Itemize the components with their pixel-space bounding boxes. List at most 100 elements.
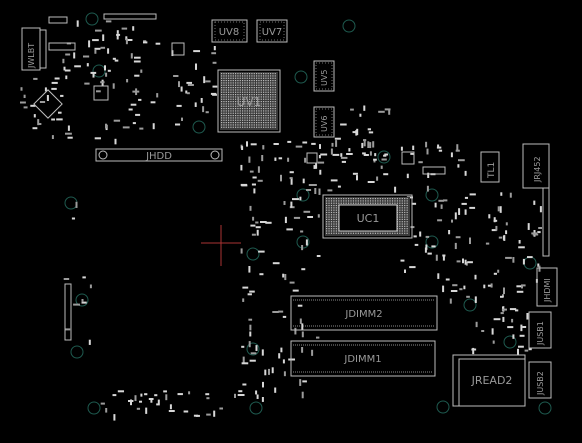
smd-pad	[491, 328, 494, 335]
bga-ball	[270, 87, 272, 89]
bga-ball	[253, 108, 255, 110]
bga-ball	[225, 115, 227, 117]
smd-pad	[499, 206, 502, 213]
bga-ball	[360, 202, 362, 204]
bga-ball	[326, 207, 328, 209]
bga-ball	[379, 202, 381, 204]
smd-pad	[56, 118, 63, 121]
bga-ball	[242, 117, 244, 119]
bga-ball	[362, 198, 364, 200]
smd-pad	[73, 52, 76, 59]
smd-pad	[346, 153, 353, 155]
mounting-hole	[503, 335, 517, 349]
bga-ball	[270, 80, 272, 82]
bga-ball	[326, 202, 328, 204]
bga-ball	[328, 198, 330, 200]
bga-ball	[328, 214, 330, 216]
slot-jdimm2: JDIMM2	[290, 295, 438, 331]
smd-pad	[75, 201, 78, 208]
smd-pad	[278, 353, 281, 359]
bga-ball	[230, 101, 232, 103]
smd-pad	[37, 119, 40, 126]
smd-pad	[193, 50, 201, 53]
smd-pad	[288, 358, 296, 361]
bga-ball	[225, 112, 227, 114]
bga-ball	[225, 82, 227, 84]
bga-ball	[244, 124, 246, 126]
smd-pad	[330, 179, 338, 182]
smd-pad	[128, 108, 133, 111]
bga-ball	[225, 87, 227, 89]
bga-ball	[237, 80, 239, 82]
bga-ball	[253, 94, 255, 96]
smd-pad	[438, 199, 444, 202]
bga-ball	[225, 77, 227, 79]
bga-ball	[221, 82, 223, 84]
bga-ball	[246, 98, 248, 100]
bga-ball	[274, 82, 276, 84]
smd-pad	[39, 101, 46, 103]
bga-ball	[253, 103, 255, 105]
bga-ball	[404, 198, 406, 200]
bga-ball	[228, 96, 230, 98]
bga-ball	[237, 84, 239, 86]
bga-ball	[256, 98, 258, 100]
bga-ball	[272, 126, 274, 128]
bga-ball	[230, 103, 232, 105]
jhdd-label: JHDD	[145, 151, 172, 162]
bga-ball	[239, 80, 241, 82]
bga-ball	[228, 89, 230, 91]
bga-ball	[330, 207, 333, 209]
mounting-holes	[64, 12, 552, 415]
smd-pad	[497, 206, 500, 212]
bga-ball	[235, 101, 237, 103]
bga-ball	[253, 96, 255, 98]
bga-ball	[267, 89, 269, 91]
smd-pad	[81, 299, 84, 303]
bga-ball	[258, 124, 260, 126]
smd-pad	[522, 284, 526, 287]
bga-ball	[230, 115, 232, 117]
bga-ball	[272, 101, 274, 103]
smd-pad	[301, 268, 306, 271]
bga-ball	[230, 105, 232, 107]
smd-pad	[20, 87, 23, 91]
smd-pad	[500, 192, 503, 196]
bga-ball	[221, 117, 223, 119]
mounting-hole	[87, 401, 101, 415]
bga-ball	[221, 73, 223, 75]
smd-pad	[157, 399, 160, 404]
bga-ball	[237, 126, 239, 128]
smd-pad	[465, 261, 468, 266]
bga-ball	[251, 103, 253, 105]
bga-ball	[274, 126, 276, 128]
bga-ball	[267, 119, 269, 121]
bga-ball	[256, 108, 258, 110]
bga-ball	[333, 198, 335, 200]
smd-pad	[242, 298, 245, 302]
bga-ball	[335, 223, 337, 225]
bga-ball	[221, 96, 223, 98]
bga-ball	[270, 119, 272, 121]
bga-ball	[347, 200, 350, 202]
smd-pad	[452, 284, 458, 287]
bga-ball	[404, 221, 406, 223]
bga-ball	[274, 110, 276, 112]
smd-pad	[38, 123, 42, 125]
smd-pad	[283, 201, 286, 205]
smd-pad	[348, 148, 351, 152]
smd-pad	[249, 290, 255, 293]
smd-pad	[261, 155, 264, 162]
mounting-hole	[246, 342, 260, 356]
bga-ball	[235, 96, 237, 98]
smd-pad	[261, 349, 264, 356]
bga-ball	[352, 202, 355, 204]
bga-ball	[335, 221, 337, 223]
smd-pad	[424, 247, 427, 253]
bga-ball	[235, 103, 237, 105]
bga-ball	[230, 96, 232, 98]
bga-ball	[244, 101, 246, 103]
smd-pad	[195, 414, 200, 417]
bga-ball	[244, 82, 246, 84]
bga-ball	[253, 115, 255, 117]
